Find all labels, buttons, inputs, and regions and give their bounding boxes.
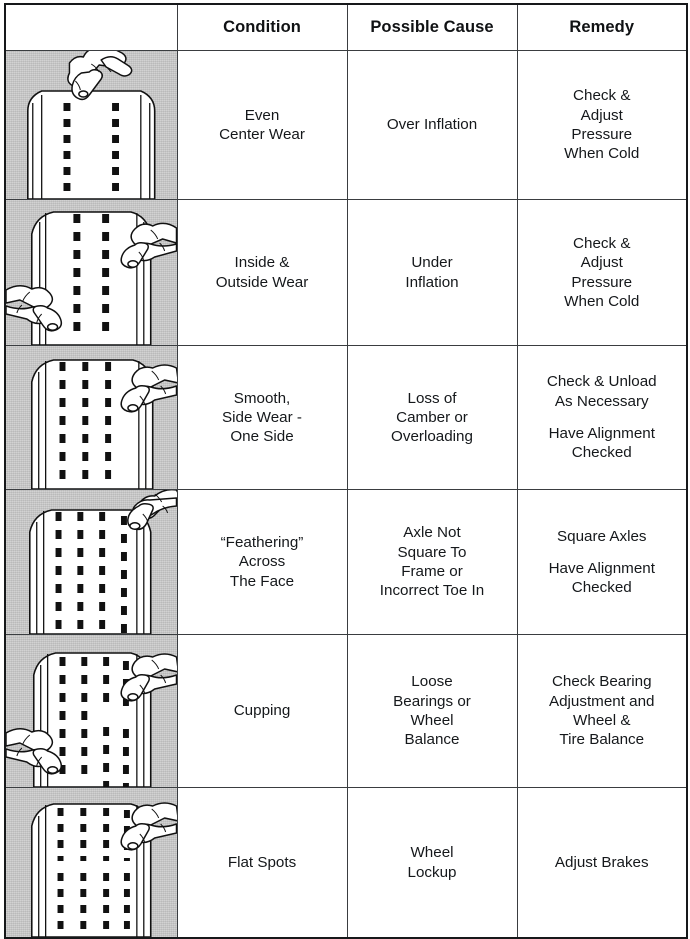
tire-illustration-cell xyxy=(4,787,178,939)
tire-illustration-cell xyxy=(4,50,178,200)
header-possible-cause: Possible Cause xyxy=(346,3,518,51)
cupping-diagram xyxy=(6,635,177,787)
table-row: Cupping Loose Bearings or Wheel Balance … xyxy=(4,634,688,788)
possible-cause-cell: Axle Not Square To Frame or Incorrect To… xyxy=(346,489,518,635)
cause-line: Wheel xyxy=(410,844,454,862)
header-row: Condition Possible Cause Remedy xyxy=(5,3,688,51)
table-row: Flat Spots Wheel Lockup Adjust Brakes xyxy=(4,787,688,939)
condition-line: The Face xyxy=(229,572,295,590)
condition-line: Across xyxy=(238,553,286,571)
condition-line: Smooth, xyxy=(233,389,291,407)
inside-outside-wear-diagram xyxy=(6,200,177,345)
header-illustration xyxy=(5,3,178,51)
remedy-cell: Square Axles Have Alignment Checked xyxy=(516,489,688,635)
table-row: Smooth, Side Wear - One Side Loss of Cam… xyxy=(4,345,688,490)
remedy-line: When Cold xyxy=(564,292,640,310)
cause-line: Balance xyxy=(404,731,460,749)
condition-cell: Cupping xyxy=(176,634,348,788)
cause-line: Square To xyxy=(397,543,467,561)
flat-spots-diagram xyxy=(6,788,177,937)
remedy-line: Check Bearing xyxy=(551,673,652,691)
cause-line: Incorrect Toe In xyxy=(379,582,485,600)
remedy-line: Adjust xyxy=(580,106,623,124)
cause-line: Overloading xyxy=(391,428,473,446)
condition-line: Even xyxy=(244,106,280,124)
remedy-line: Wheel & xyxy=(573,712,631,729)
condition-line: “Feathering” xyxy=(220,534,304,552)
cause-line: Lockup xyxy=(407,863,457,881)
cause-line: Wheel xyxy=(410,712,454,729)
condition-cell: “Feathering” Across The Face xyxy=(176,489,348,635)
remedy-line: Pressure xyxy=(571,273,633,291)
condition-line: One Side xyxy=(230,428,294,446)
condition-cell: Inside & Outside Wear xyxy=(176,199,348,346)
remedy-line: Tire Balance xyxy=(559,731,645,749)
remedy-cell: Check & Adjust Pressure When Cold xyxy=(516,199,688,346)
possible-cause-cell: Loss of Camber or Overloading xyxy=(346,345,518,490)
possible-cause-cell: Wheel Lockup xyxy=(346,787,518,939)
remedy-cell: Check & Adjust Pressure When Cold xyxy=(516,50,688,200)
cause-line: Loss of xyxy=(407,389,457,407)
possible-cause-cell: Over Inflation xyxy=(346,50,518,200)
cause-line: Under xyxy=(411,254,453,272)
condition-line: Inside & xyxy=(234,254,290,272)
even-center-wear-diagram xyxy=(6,51,177,199)
tire-wear-table: Condition Possible Cause Remedy xyxy=(4,3,688,939)
tire-illustration-cell xyxy=(4,489,178,635)
condition-line: Cupping xyxy=(233,702,291,720)
cause-line: Axle Not xyxy=(403,524,461,542)
condition-cell: Smooth, Side Wear - One Side xyxy=(176,345,348,490)
tire-illustration-cell xyxy=(4,634,178,788)
remedy-line: Check & Unload xyxy=(546,373,657,391)
condition-line: Side Wear - xyxy=(222,408,302,426)
smooth-side-wear-diagram xyxy=(6,346,177,489)
remedy-cell: Check Bearing Adjustment and Wheel & Tir… xyxy=(516,634,688,788)
remedy-line: As Necessary xyxy=(554,392,649,410)
remedy-line: Adjust Brakes xyxy=(554,853,649,871)
cause-line: Frame or xyxy=(401,563,463,580)
cause-line: Camber or xyxy=(396,408,468,426)
remedy-line: Check & xyxy=(573,87,631,105)
tire-illustration-cell xyxy=(4,199,178,346)
condition-line: Center Wear xyxy=(219,126,305,143)
remedy-cell: Adjust Brakes xyxy=(516,787,688,939)
condition-cell: Flat Spots xyxy=(176,787,348,939)
cause-line: Loose xyxy=(411,673,453,691)
condition-cell: Even Center Wear xyxy=(176,50,348,200)
table-row: Inside & Outside Wear Under Inflation Ch… xyxy=(4,199,688,346)
feathering-diagram xyxy=(6,490,177,634)
cause-line: Bearings or xyxy=(393,692,471,710)
remedy-line: When Cold xyxy=(564,145,640,163)
table-body: Even Center Wear Over Inflation Check & … xyxy=(4,50,688,939)
header-remedy: Remedy xyxy=(516,3,688,51)
table-header: Condition Possible Cause Remedy xyxy=(5,3,688,51)
cause-line: Inflation xyxy=(405,273,459,291)
header-condition: Condition xyxy=(176,3,348,51)
remedy-line: Check & xyxy=(573,234,631,252)
remedy-line: Adjustment and xyxy=(548,692,655,710)
condition-line: Outside Wear xyxy=(215,273,309,291)
remedy-line: Adjust xyxy=(580,254,623,272)
cause-line: Over Inflation xyxy=(386,116,478,134)
remedy-line: Checked xyxy=(571,444,632,462)
remedy-line: Have Alignment xyxy=(548,559,655,577)
remedy-line: Pressure xyxy=(571,126,633,143)
remedy-line: Have Alignment xyxy=(548,425,655,442)
remedy-line: Checked xyxy=(571,579,632,597)
possible-cause-cell: Under Inflation xyxy=(346,199,518,346)
remedy-line: Square Axles xyxy=(557,527,647,545)
remedy-cell: Check & Unload As Necessary Have Alignme… xyxy=(516,345,688,490)
possible-cause-cell: Loose Bearings or Wheel Balance xyxy=(346,634,518,788)
tire-illustration-cell xyxy=(4,345,178,490)
table-row: Even Center Wear Over Inflation Check & … xyxy=(4,50,688,200)
table-row: “Feathering” Across The Face Axle Not Sq… xyxy=(4,489,688,635)
condition-line: Flat Spots xyxy=(227,853,297,871)
